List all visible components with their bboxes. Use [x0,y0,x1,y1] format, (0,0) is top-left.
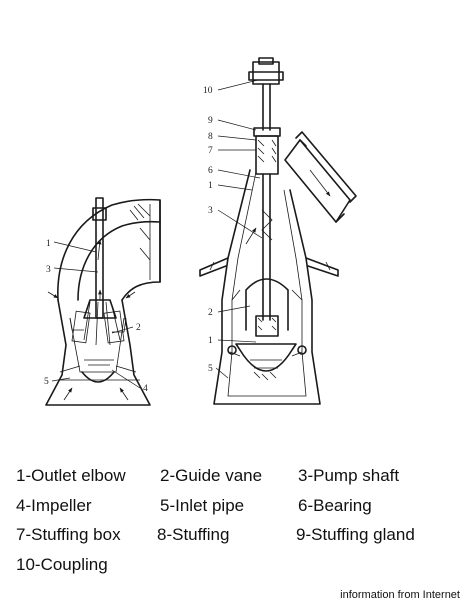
legend-row: 1-Outlet elbow 2-Guide vane 3-Pump shaft [16,466,466,490]
legend-item-outlet-elbow: 1-Outlet elbow [16,466,126,485]
left-callout-4: 4 [143,384,148,394]
legend-row: 10-Coupling [16,555,466,579]
left-outlet-elbow [57,198,161,301]
legend-item-guide-vane: 2-Guide vane [160,466,263,485]
right-stuffing-box [255,135,279,175]
legend-item-stuffing-box: 7-Stuffing box [16,525,121,544]
legend-item-bearing: 6-Bearing [298,496,372,515]
right-coupling [252,61,280,85]
left-callout-2: 2 [136,323,141,333]
right-callout-2: 2 [208,308,213,318]
legend-row: 4-Impeller 5-Inlet pipe 6-Bearing [16,496,466,520]
right-callout-9: 9 [208,116,213,126]
legend-item-inlet-pipe: 5-Inlet pipe [160,496,245,515]
legend-item-pump-shaft: 3-Pump shaft [298,466,400,485]
right-casing-outer [213,169,321,405]
right-callout-1b: 1 [208,336,213,346]
right-callout-10: 10 [203,86,213,96]
right-outlet-elbow [284,139,351,223]
right-casing-inner [227,171,307,397]
right-bearing [255,315,279,337]
right-callout-3: 3 [208,206,213,216]
legend-item-stuffing-gland: 9-Stuffing gland [296,525,415,544]
right-callout-6: 6 [208,166,213,176]
left-callout-1: 1 [46,239,51,249]
right-guide-vane [245,278,289,331]
right-stuffing-gland [253,127,281,137]
left-impeller [83,299,117,319]
left-callout-5: 5 [44,377,49,387]
legend-item-impeller: 4-Impeller [16,496,92,515]
legend-row: 7-Stuffing box 8-Stuffing 9-Stuffing gla… [16,525,466,549]
left-callout-3: 3 [46,265,51,275]
right-pump: 10 9 8 7 6 1 3 2 1 5 [199,57,357,405]
right-impeller [235,343,297,372]
pump-diagram-svg: 1 3 2 5 4 [44,57,357,406]
source-note: information from Internet [340,589,460,601]
right-callout-1a: 1 [208,181,213,191]
right-callout-8: 8 [208,132,213,142]
left-pump: 1 3 2 5 4 [44,197,161,406]
right-callout-5: 5 [208,364,213,374]
pump-diagram: 1 3 2 5 4 [44,57,357,406]
left-pump-shell [45,299,151,406]
legend-item-coupling: 10-Coupling [16,555,108,574]
right-callout-7: 7 [208,146,213,156]
left-elbow-inner [77,220,161,301]
legend-item-stuffing: 8-Stuffing [157,525,230,544]
